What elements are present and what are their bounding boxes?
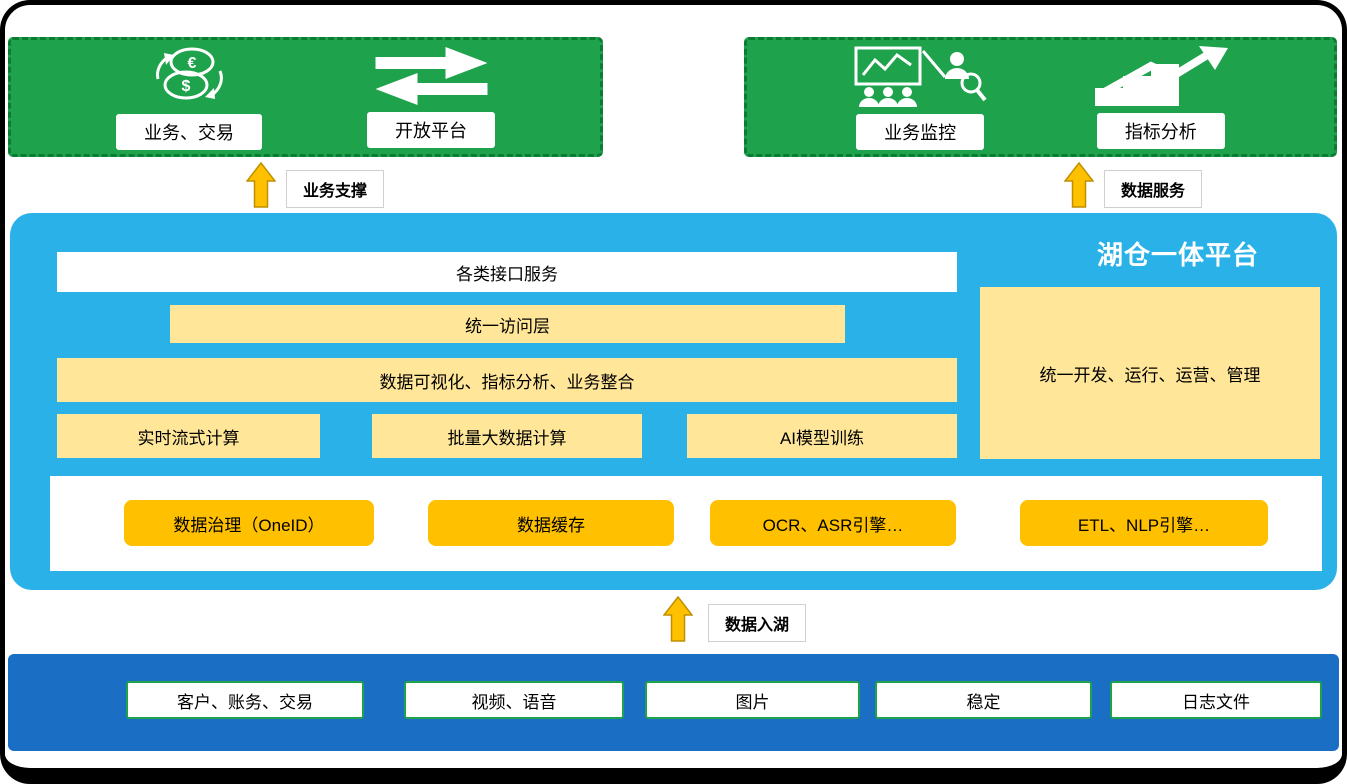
etl-nlp-engine-box: ETL、NLP引擎… (1020, 500, 1268, 546)
source-customer-box: 客户、账务、交易 (126, 681, 364, 719)
monitoring-analysis-group: 业务监控 指标分析 (744, 37, 1337, 157)
unified-management-box: 统一开发、运行、运营、管理 (980, 287, 1320, 459)
indicator-analysis-item: 指标分析 (1093, 45, 1229, 149)
open-platform-item: 开放平台 (367, 46, 495, 148)
platform-panel: 湖仓一体平台 各类接口服务 统一访问层 数据可视化、指标分析、业务整合 实时流式… (10, 213, 1337, 590)
data-ingest-arrow (662, 595, 694, 647)
business-trade-label: 业务、交易 (116, 113, 262, 150)
up-arrow-icon (1063, 161, 1095, 208)
ocr-asr-engine-box: OCR、ASR引擎… (710, 500, 956, 546)
business-monitoring-label: 业务监控 (856, 113, 985, 150)
engines-bar: 数据治理（OneID） 数据缓存 OCR、ASR引擎… ETL、NLP引擎… (50, 476, 1322, 571)
unified-access-bar: 统一访问层 (170, 305, 845, 343)
chart-growth-icon (1095, 45, 1229, 106)
monitoring-icon (854, 46, 987, 107)
up-arrow-icon (662, 595, 694, 642)
exchange-arrows-icon (375, 46, 487, 105)
indicator-analysis-label: 指标分析 (1096, 112, 1225, 149)
business-support-label: 业务支撑 (286, 170, 385, 208)
ai-training-box: AI模型训练 (687, 414, 957, 458)
source-video-voice-box: 视频、语音 (404, 681, 624, 719)
interface-services-bar: 各类接口服务 (57, 252, 957, 292)
source-stable-box: 稳定 (875, 681, 1092, 719)
open-platform-label: 开放平台 (367, 111, 495, 148)
coins-icon: € $ (155, 47, 223, 99)
data-ingest-label: 数据入湖 (708, 604, 807, 642)
source-images-box: 图片 (645, 681, 860, 719)
data-service-arrow (1063, 161, 1095, 213)
business-monitoring-item: 业务监控 (853, 45, 988, 150)
data-visualization-bar: 数据可视化、指标分析、业务整合 (57, 358, 957, 402)
business-support-arrow (245, 161, 277, 213)
business-trade-item: € $ 业务、交易 (116, 45, 262, 150)
data-cache-box: 数据缓存 (428, 500, 674, 546)
up-arrow-icon (245, 161, 277, 208)
platform-title: 湖仓一体平台 (1096, 240, 1259, 270)
svg-text:€: € (187, 55, 196, 72)
source-log-files-box: 日志文件 (1110, 681, 1322, 719)
data-governance-box: 数据治理（OneID） (124, 500, 374, 546)
business-apps-group: € $ 业务、交易 开放平台 (8, 37, 603, 157)
data-service-label: 数据服务 (1104, 170, 1203, 208)
data-sources-band: 客户、账务、交易 视频、语音 图片 稳定 日志文件 (8, 654, 1339, 751)
realtime-computing-box: 实时流式计算 (57, 414, 320, 458)
batch-computing-box: 批量大数据计算 (372, 414, 642, 458)
svg-text:$: $ (181, 78, 190, 95)
